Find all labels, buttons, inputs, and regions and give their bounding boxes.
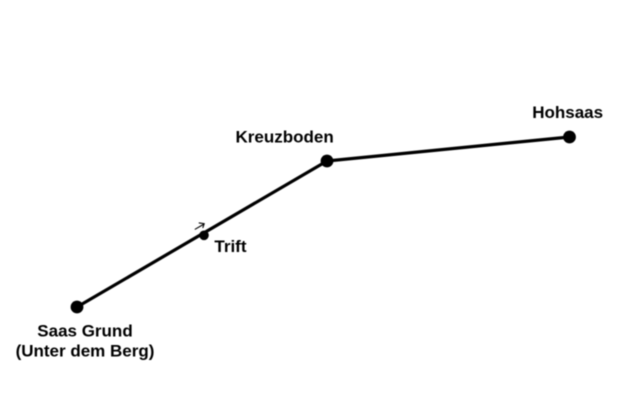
- svg-text:Hohsaas: Hohsaas: [532, 103, 603, 122]
- svg-text:Trift: Trift: [214, 237, 246, 256]
- svg-text:(Unter dem Berg): (Unter dem Berg): [16, 342, 155, 361]
- svg-text:Saas Grund: Saas Grund: [37, 321, 132, 340]
- svg-text:Kreuzboden: Kreuzboden: [236, 128, 334, 147]
